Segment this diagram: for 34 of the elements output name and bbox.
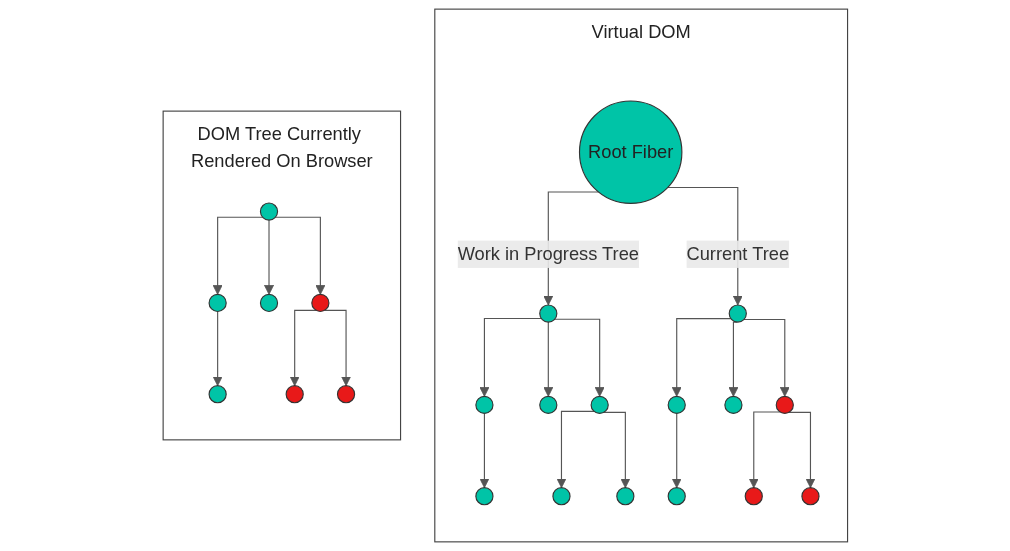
- arrow: [542, 321, 553, 397]
- node-circle: [590, 395, 609, 414]
- node-circle: [259, 293, 278, 312]
- arrow: [212, 310, 223, 387]
- node-circle: [310, 293, 330, 312]
- node-circle: [474, 395, 494, 414]
- node-circle: Root Fiber: [578, 100, 683, 204]
- arrow: [788, 411, 816, 489]
- node-circle: [615, 487, 635, 506]
- edge-label: Current Tree: [686, 243, 789, 264]
- arrow: [556, 410, 595, 489]
- node-circle: [667, 395, 686, 414]
- node-circle: [800, 487, 820, 506]
- arrow: [748, 411, 781, 489]
- node-circle: [208, 385, 227, 404]
- node-circle: [728, 304, 747, 323]
- arrow: [479, 412, 490, 489]
- edge-label: Work in Progress Tree: [457, 243, 639, 264]
- node-circle: [744, 487, 763, 506]
- arrow: [728, 321, 739, 397]
- cluster: DOM Tree Currently Rendered On Browser: [162, 110, 401, 441]
- node-circle: [667, 487, 686, 506]
- arrow: [671, 412, 682, 489]
- node-circle: [285, 385, 304, 404]
- node-circle: [208, 293, 227, 312]
- node-circle: [538, 395, 558, 414]
- arrow: [263, 219, 274, 295]
- node-circle: [551, 487, 571, 506]
- node-circle: [336, 385, 355, 404]
- node-circle: [775, 395, 794, 414]
- node-circle: [259, 202, 278, 221]
- node-circle: [538, 304, 558, 323]
- node-circle: [723, 395, 743, 414]
- node-circle: [474, 487, 494, 506]
